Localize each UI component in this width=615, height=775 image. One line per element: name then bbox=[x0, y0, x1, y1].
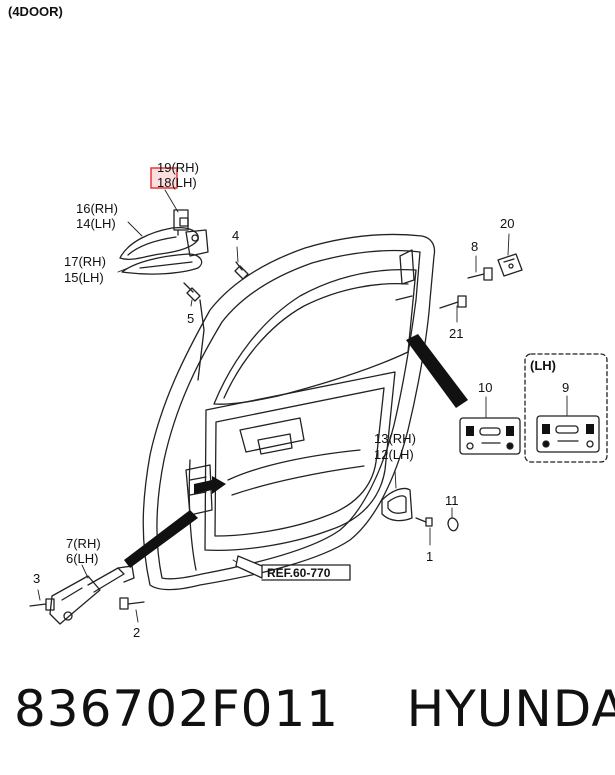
label-10-drawing bbox=[459, 417, 521, 455]
callout-16: 16(RH) bbox=[76, 201, 118, 216]
inside-handle bbox=[381, 487, 413, 522]
screw-5 bbox=[183, 282, 201, 302]
callout-5: 5 bbox=[187, 311, 194, 326]
part-number: 836702F011 bbox=[14, 680, 340, 738]
bolt-4 bbox=[234, 261, 249, 280]
callout-4: 4 bbox=[232, 228, 239, 243]
bolt-21 bbox=[439, 295, 467, 309]
callout-7: 7(RH) bbox=[66, 536, 101, 551]
label-9-drawing bbox=[536, 415, 600, 453]
callout-6: 6(LH) bbox=[66, 551, 99, 566]
cap-11 bbox=[447, 517, 459, 532]
callout-20: 20 bbox=[500, 216, 514, 231]
door-panel bbox=[142, 233, 436, 591]
outside-handle-assembly bbox=[119, 209, 209, 275]
striker-20 bbox=[497, 253, 523, 277]
bolt-3 bbox=[29, 598, 55, 611]
callout-18: 18(LH) bbox=[157, 175, 197, 190]
lh-dashed-box bbox=[524, 353, 608, 463]
callout-11: 11 bbox=[445, 493, 459, 508]
callout-12: 12(LH) bbox=[374, 447, 414, 462]
leader-lines bbox=[37, 189, 568, 623]
footer-caption: 836702F011 HYUNDAI bbox=[14, 680, 615, 738]
callout-8: 8 bbox=[471, 239, 478, 254]
screw-1 bbox=[415, 517, 433, 527]
callout-13: 13(RH) bbox=[374, 431, 416, 446]
brand-name: HYUNDAI bbox=[406, 680, 615, 738]
arrow-latch bbox=[194, 476, 226, 494]
ref-box bbox=[261, 564, 351, 581]
callout-15: 15(LH) bbox=[64, 270, 104, 285]
bolt-2 bbox=[119, 597, 145, 610]
door-checker bbox=[49, 565, 135, 625]
callout-21: 21 bbox=[449, 326, 463, 341]
callout-3: 3 bbox=[33, 571, 40, 586]
callout-1: 1 bbox=[426, 549, 433, 564]
highlight-box bbox=[150, 167, 178, 189]
bolt-8 bbox=[467, 267, 493, 281]
callout-9: 9 bbox=[562, 380, 569, 395]
connector-band-6-7 bbox=[124, 510, 198, 568]
ref-pointer bbox=[235, 555, 263, 579]
connector-band-10 bbox=[406, 334, 468, 408]
callout-19: 19(RH) bbox=[157, 160, 199, 175]
callout-2: 2 bbox=[133, 625, 140, 640]
callout-10: 10 bbox=[478, 380, 492, 395]
ref-label: REF.60-770 bbox=[267, 566, 331, 580]
callout-17: 17(RH) bbox=[64, 254, 106, 269]
lh-box-label: (LH) bbox=[530, 358, 556, 373]
callout-14: 14(LH) bbox=[76, 216, 116, 231]
diagram-header: (4DOOR) bbox=[8, 4, 63, 19]
